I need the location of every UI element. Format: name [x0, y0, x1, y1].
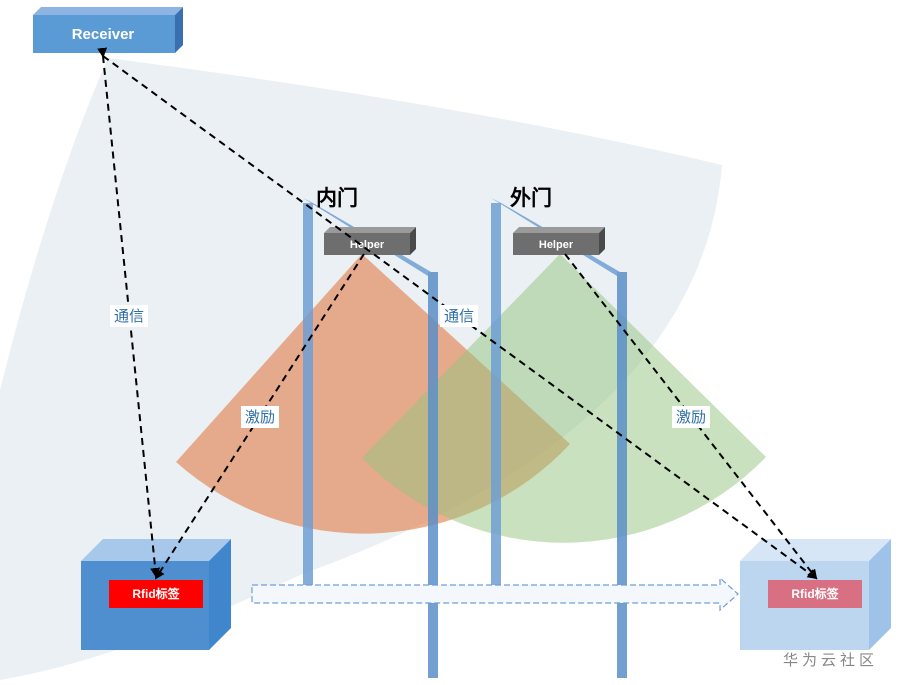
watermark-text: 华为云社区 — [783, 651, 878, 669]
outside-rfid-tag-label: Rfid标签 — [791, 586, 839, 601]
outside-rfid-tag — [768, 580, 862, 608]
receiver-box: Receiver — [33, 7, 183, 53]
receiver-label: Receiver — [72, 26, 135, 43]
comm-link-center — [102, 55, 818, 580]
outer-helper-label: Helper — [539, 239, 574, 251]
movement-arrow — [251, 576, 739, 612]
excite-label-right: 激励 — [676, 408, 706, 426]
inner-door-label: 内门 — [316, 186, 358, 210]
edge-labels: 通信 通信 激励 激励 — [110, 305, 710, 428]
outside-tag-box: Rfid标签 — [740, 539, 891, 650]
comm-label-left: 通信 — [114, 307, 144, 325]
outer-helper-field — [362, 254, 766, 543]
comm-label-center: 通信 — [444, 307, 474, 325]
outer-helper-box: Helper — [513, 227, 605, 255]
excite-label-left: 激励 — [245, 408, 275, 426]
inside-rfid-tag-label: Rfid标签 — [132, 586, 180, 601]
inside-rfid-tag — [109, 580, 203, 608]
comm-link-left — [97, 47, 161, 578]
outer-door-label: 外门 — [510, 186, 552, 210]
inside-tag-box: Rfid标签 — [81, 539, 231, 650]
